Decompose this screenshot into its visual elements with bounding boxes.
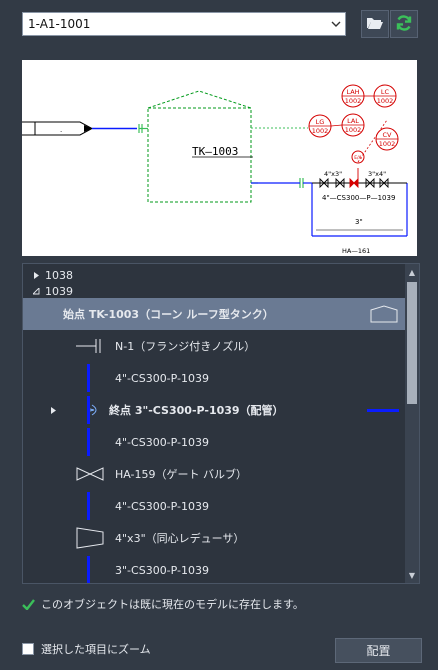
svg-text:1002: 1002 (379, 140, 396, 148)
scrollbar-thumb[interactable] (407, 282, 417, 404)
open-file-button[interactable] (361, 10, 389, 38)
reducer-right-label: 3"x4" (368, 170, 386, 178)
svg-text:E/A: E/A (354, 155, 362, 161)
svg-text:LAL: LAL (347, 117, 359, 125)
caret-right-icon[interactable] (31, 271, 41, 279)
svg-text:LAH: LAH (346, 88, 359, 96)
svg-text:1002: 1002 (377, 97, 394, 105)
instrument-ea: E/A (351, 150, 365, 164)
tree-item-end-pipe[interactable]: 終点 3"-CS300-P-1039（配管） (23, 394, 405, 426)
zoom-to-selected-checkbox[interactable]: 選択した項目にズーム (22, 641, 151, 657)
pipe-line-icon (87, 364, 90, 392)
scroll-up-icon[interactable]: ▲ (408, 267, 416, 277)
folder-open-icon (366, 16, 384, 33)
flanged-nozzle-icon (75, 338, 105, 354)
chevron-down-icon[interactable] (327, 13, 345, 35)
caret-down-icon[interactable] (31, 287, 41, 295)
svg-text:1002: 1002 (312, 127, 329, 135)
tree-group-1039[interactable]: 1039 (31, 282, 73, 300)
pipe-line-icon (87, 492, 90, 520)
tank-label: TK—1003 (192, 145, 238, 158)
tree-item-pipe[interactable]: 4"-CS300-P-1039 (23, 490, 405, 522)
pipe-line-icon (87, 428, 90, 456)
connection-icon (89, 402, 103, 418)
svg-text:.: . (60, 126, 62, 134)
valve-tag-label: HA—161 (342, 247, 370, 255)
bypass-size-label: 3" (355, 218, 363, 226)
gate-valve-icon (75, 466, 105, 482)
tree-group-1038[interactable]: 1038 (31, 266, 73, 284)
pipe-line-icon (367, 409, 399, 412)
checkbox[interactable] (22, 643, 34, 655)
tank-symbol (147, 90, 252, 203)
pipe-line-icon (87, 396, 90, 424)
tree-scrollbar[interactable]: ▲ ▼ (405, 264, 419, 583)
checkmark-icon (22, 598, 35, 610)
instrument-lah: LAH 1002 (341, 84, 365, 108)
line-number-label: 4"—CS300—P—1039 (322, 194, 395, 202)
svg-text:LG: LG (316, 118, 325, 126)
instrument-cv: CV 1002 (375, 127, 399, 151)
place-button[interactable]: 配置 (335, 638, 422, 663)
svg-text:LC: LC (381, 88, 390, 96)
document-select-value: 1-A1-1001 (28, 17, 91, 31)
object-tree[interactable]: 1038 1039 始点 TK-1003（コーン ルーフ型タンク） N-1（フラ… (22, 263, 420, 584)
pid-drawing: . TK—1003 (22, 84, 408, 255)
instrument-lc: LC 1002 (373, 84, 397, 108)
svg-text:CV: CV (383, 131, 393, 139)
tank-icon (369, 304, 399, 324)
reducer-left-label: 4"x3" (324, 170, 342, 178)
tree-item-pipe[interactable]: 4"-CS300-P-1039 (23, 426, 405, 458)
tree-item-pipe[interactable]: 4"-CS300-P-1039 (23, 362, 405, 394)
scroll-down-icon[interactable]: ▼ (408, 570, 416, 580)
inlet-arrow: . (22, 121, 94, 136)
svg-text:1002: 1002 (345, 97, 362, 105)
tree-item-gate-valve[interactable]: HA-159（ゲート バルブ） (23, 458, 405, 490)
tree-item-nozzle[interactable]: N-1（フランジ付きノズル） (23, 330, 405, 362)
svg-text:1002: 1002 (345, 126, 362, 134)
toolbar: 1-A1-1001 (0, 9, 438, 39)
tree-item-start-tank[interactable]: 始点 TK-1003（コーン ルーフ型タンク） (23, 298, 405, 330)
pipe-line-icon (87, 556, 90, 583)
instrument-lal: LAL 1002 (341, 113, 365, 137)
caret-right-icon[interactable] (49, 405, 57, 415)
inlet-nozzle (138, 124, 148, 133)
document-select[interactable]: 1-A1-1001 (22, 12, 346, 36)
refresh-icon (395, 14, 413, 35)
drawing-preview[interactable]: . TK—1003 (22, 60, 417, 256)
refresh-button[interactable] (390, 10, 418, 38)
reducer-icon (75, 526, 105, 550)
control-valve-train (319, 177, 389, 189)
instrument-lg: LG 1002 (308, 114, 332, 138)
tree-item-reducer[interactable]: 4"x3"（同心レデューサ） (23, 522, 405, 554)
tree-item-pipe[interactable]: 3"-CS300-P-1039 (23, 554, 405, 583)
status-message: このオブジェクトは既に現在のモデルに存在します。 (22, 596, 304, 612)
